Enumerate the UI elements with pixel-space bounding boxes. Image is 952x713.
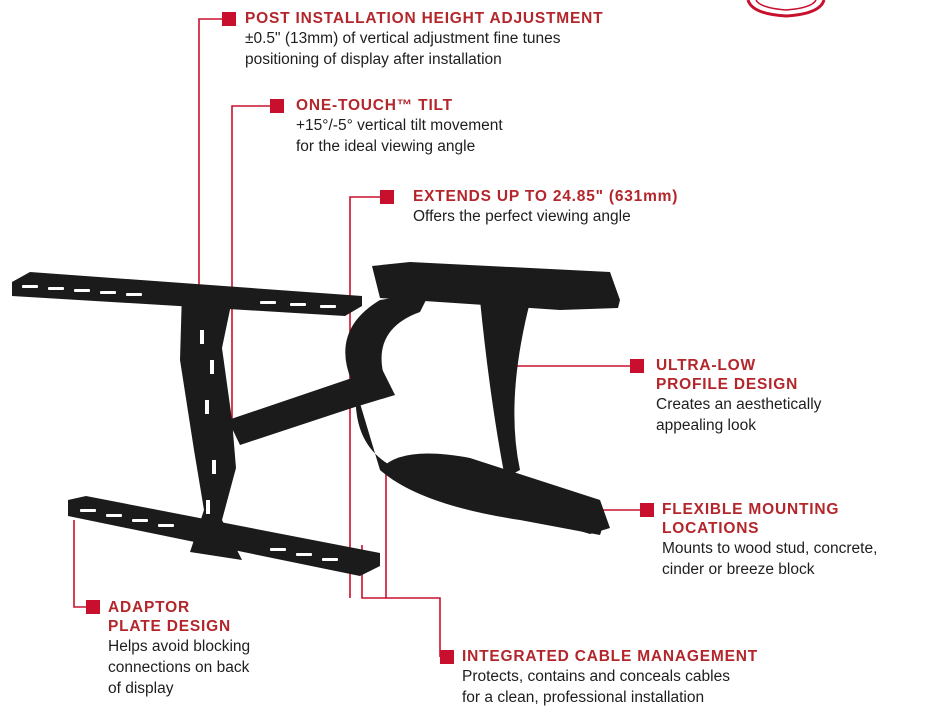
callout-title: FLEXIBLE MOUNTING [662, 501, 840, 518]
marker-extends [380, 190, 394, 204]
callout-extends: EXTENDS UP TO 24.85" (631mm) Offers the … [413, 187, 678, 227]
leader-adaptor [73, 520, 86, 608]
callout-title: ADAPTOR [108, 599, 190, 616]
callout-desc-line: Protects, contains and conceals cables [462, 668, 730, 685]
callout-tilt: ONE-TOUCH™ TILT +15°/-5° vertical tilt m… [296, 96, 503, 157]
marker-ultra-low [630, 359, 644, 373]
mount-bracket [12, 262, 620, 576]
rail-slots [22, 285, 338, 561]
callout-desc-line: positioning of display after installatio… [245, 51, 502, 68]
callout-cable: INTEGRATED CABLE MANAGEMENT Protects, co… [462, 647, 758, 708]
callout-title: LOCATIONS [662, 520, 760, 537]
callout-desc-line: Offers the perfect viewing angle [413, 208, 631, 225]
callout-flexible: FLEXIBLE MOUNTING LOCATIONS Mounts to wo… [662, 500, 877, 580]
callout-desc-line: +15°/-5° vertical tilt movement [296, 117, 503, 134]
leader-extends [349, 196, 380, 598]
callout-adaptor: ADAPTOR PLATE DESIGN Helps avoid blockin… [108, 598, 250, 699]
callout-desc-line: Helps avoid blocking [108, 638, 251, 655]
leader-cable [386, 597, 441, 657]
marker-flexible [640, 503, 654, 517]
callout-desc-line: Mounts to wood stud, concrete, [662, 540, 878, 557]
callout-ultra-low: ULTRA-LOW PROFILE DESIGN Creates an aest… [656, 356, 821, 436]
callout-title: POST INSTALLATION HEIGHT ADJUSTMENT [245, 10, 604, 27]
marker-adaptor [86, 600, 100, 614]
leader-post-height [198, 18, 222, 300]
callout-desc-line: ±0.5" (13mm) of vertical adjustment fine… [245, 30, 561, 47]
callout-desc-line: of display [108, 680, 174, 697]
callout-desc-line: cinder or breeze block [662, 561, 815, 578]
callout-desc-line: for the ideal viewing angle [296, 138, 476, 155]
callout-desc-line: for a clean, professional installation [462, 689, 705, 706]
marker-tilt [270, 99, 284, 113]
badge-stamp [746, 0, 826, 18]
callout-desc-line: connections on back [108, 659, 250, 676]
marker-post-height [222, 12, 236, 26]
callout-post-height: POST INSTALLATION HEIGHT ADJUSTMENT ±0.5… [245, 9, 603, 70]
callout-title: ULTRA-LOW [656, 357, 756, 374]
callout-desc-line: appealing look [656, 417, 756, 434]
callout-desc-line: Creates an aesthetically [656, 396, 822, 413]
callout-title: EXTENDS UP TO 24.85" (631mm) [413, 188, 679, 205]
marker-cable [440, 650, 454, 664]
leader-tilt [231, 105, 270, 435]
leader-cable-branch [361, 470, 387, 599]
callout-title: INTEGRATED CABLE MANAGEMENT [462, 648, 758, 665]
callout-title: ONE-TOUCH™ TILT [296, 97, 453, 114]
callout-title: PLATE DESIGN [108, 618, 231, 635]
callout-title: PROFILE DESIGN [656, 376, 799, 393]
